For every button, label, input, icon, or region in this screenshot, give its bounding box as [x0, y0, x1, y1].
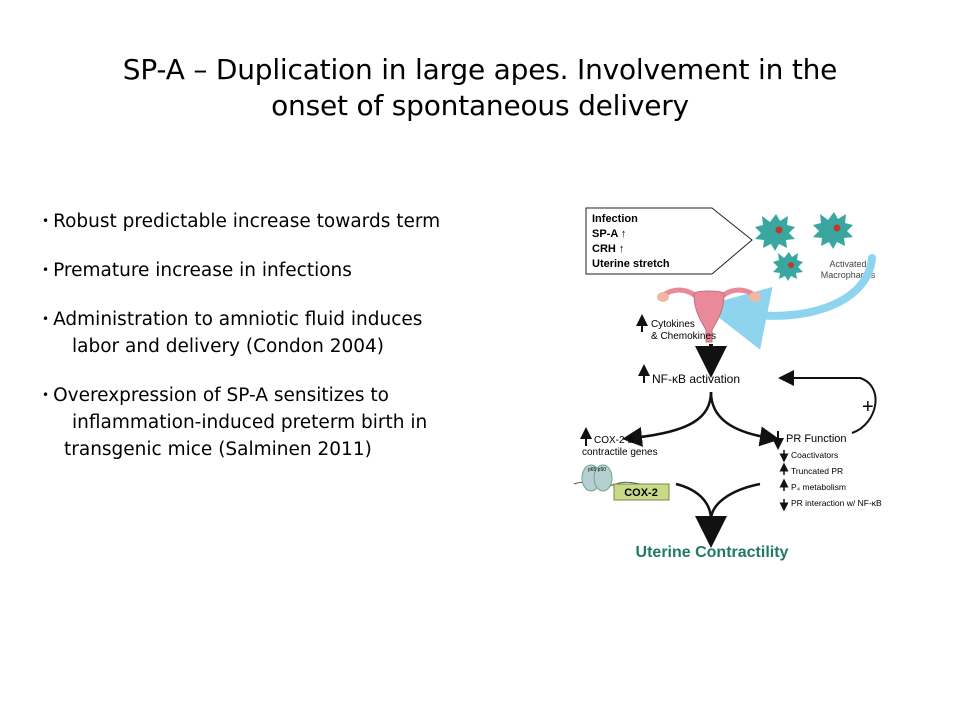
p50-icon — [593, 464, 613, 492]
callout-line-stretch: Uterine stretch — [592, 258, 670, 270]
cox2-label: contractile genes — [582, 447, 658, 458]
callout-line-crh: CRH ↑ — [592, 243, 624, 255]
title-line-1: SP-A – Duplication in large apes. Involv… — [122, 53, 838, 86]
pathway-diagram: Infection SP-A ↑ CRH ↑ Uterine stretch A… — [573, 207, 882, 561]
cytokines-label: Cytokines — [651, 319, 695, 330]
bullet-text: transgenic mice (Salminen 2011) — [64, 439, 372, 460]
pr-item-label: PR interaction w/ NF-κB — [791, 498, 882, 508]
bullet-item: •Administration to amniotic fluid induce… — [42, 306, 542, 360]
uterus-icon — [657, 287, 761, 343]
split-arrow-right — [709, 391, 780, 447]
dna-binding-label: p65 p50 — [588, 467, 606, 473]
pr-function-label: PR Function — [786, 433, 847, 445]
bullet-text: labor and delivery (Condon 2004) — [72, 336, 385, 357]
split-arrow-left — [622, 391, 713, 447]
macrophage-swoosh-arrow — [703, 254, 876, 350]
bullet-item: •Premature increase in infections — [42, 257, 542, 284]
callout-box — [585, 207, 753, 275]
callout-line-spa: SP-A ↑ — [592, 228, 626, 240]
cox2-gene-label: COX-2 — [624, 487, 658, 499]
bullet-text: Robust predictable increase towards term — [53, 211, 441, 232]
title-line-2: onset of spontaneous delivery — [271, 89, 689, 122]
converge-arrow-right — [709, 482, 761, 521]
converge-arrow-left — [675, 482, 713, 521]
pr-item-label: P₄ metabolism — [791, 482, 846, 492]
cytokines-label: & Chemokines — [651, 331, 716, 342]
feedback-loop-arrow — [778, 370, 877, 434]
bullet-item: •Overexpression of SP-A sensitizes to in… — [42, 382, 542, 463]
bullet-text: inflammation-induced preterm birth in — [72, 412, 428, 433]
positive-feedback-label: + — [862, 396, 874, 418]
bullet-text: Administration to amniotic fluid induces — [53, 309, 423, 330]
pr-item-label: Coactivators — [791, 450, 838, 460]
bullet-item: •Robust predictable increase towards ter… — [42, 208, 542, 235]
bullet-dot-icon: • — [42, 214, 50, 228]
bullet-dot-icon: • — [42, 263, 50, 277]
bullet-dot-icon: • — [42, 312, 50, 326]
cox2-gene-box — [613, 483, 670, 501]
macrophages-label: Activated — [829, 259, 866, 269]
bullet-dot-icon: • — [42, 388, 50, 402]
macrophage-icon — [813, 212, 853, 249]
macrophage-icon — [755, 214, 795, 251]
bullet-list: •Robust predictable increase towards ter… — [42, 208, 542, 485]
cox2-label: COX-2 & — [594, 435, 634, 446]
callout-line-infection: Infection — [592, 213, 638, 225]
slide-title: SP-A – Duplication in large apes. Involv… — [40, 52, 920, 124]
pr-item-label: Truncated PR — [791, 466, 843, 476]
macrophage-icon — [773, 252, 803, 281]
bullet-text: Premature increase in infections — [53, 260, 352, 281]
bullet-text: Overexpression of SP-A sensitizes to — [53, 385, 389, 406]
nfkb-activation-label: NF-κB activation — [652, 372, 740, 386]
uterine-contractility-label: Uterine Contractility — [636, 544, 789, 561]
pr-items: Coactivators Truncated PR P₄ metabolism … — [779, 450, 882, 512]
macrophages-label: Macrophages — [821, 270, 876, 280]
